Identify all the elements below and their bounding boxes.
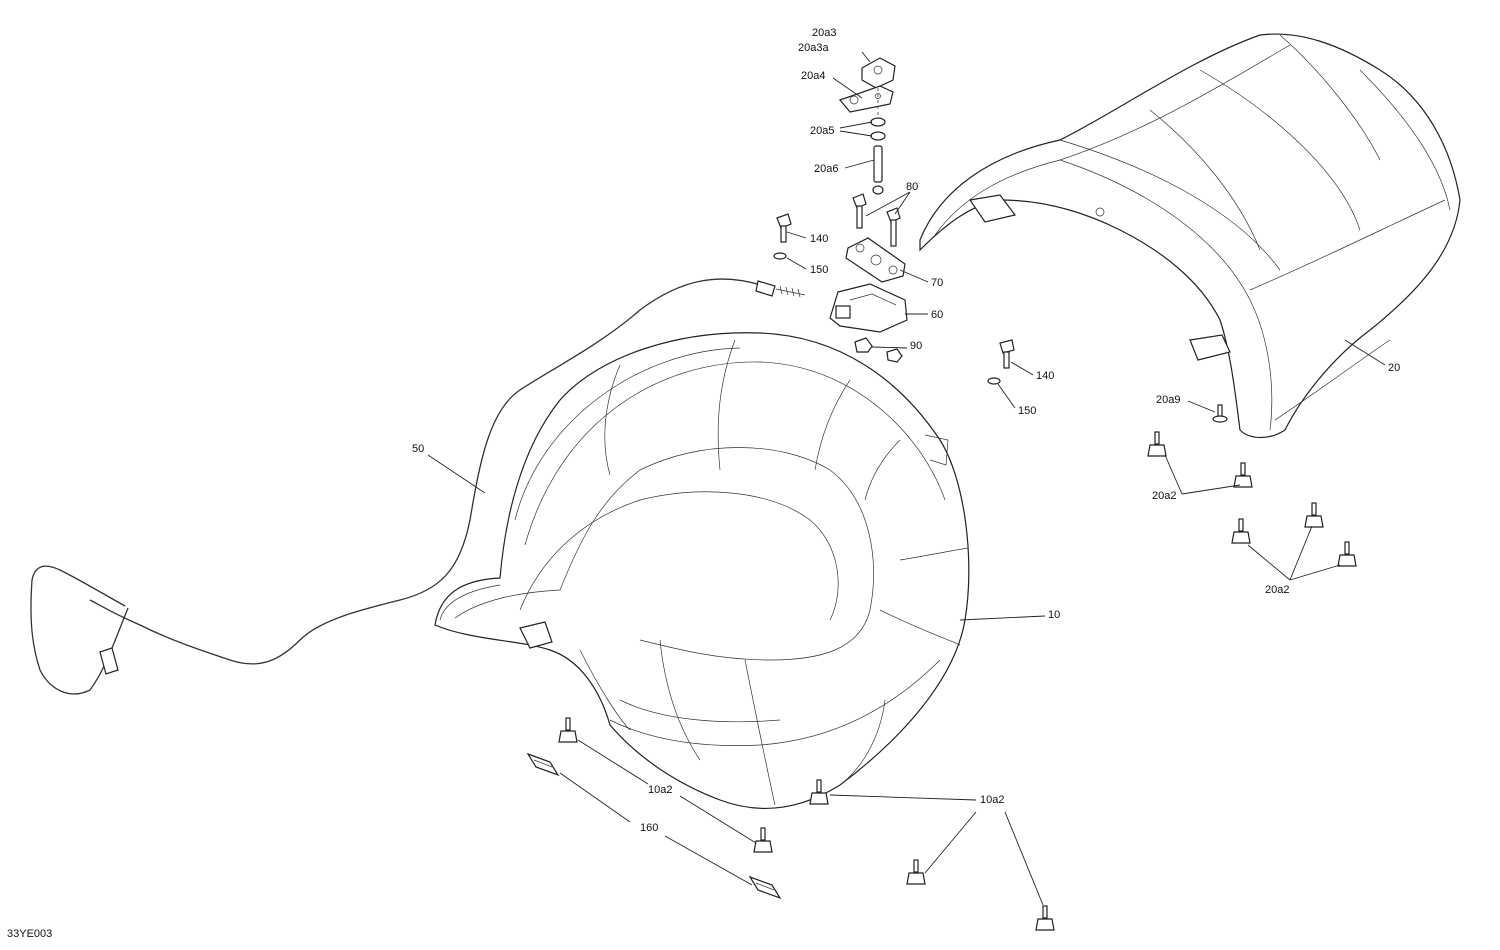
bumper-10a2-5: [1035, 905, 1055, 931]
callout-20a2-b: 20a2: [1265, 584, 1289, 596]
callout-10a2-b: 10a2: [980, 794, 1004, 806]
bumper-10a2-2: [753, 827, 773, 853]
bumper-10a2-4: [906, 859, 926, 885]
drawing-code: 33YE003: [7, 928, 52, 940]
bumper-20a9: [1212, 404, 1228, 423]
callout-50: 50: [412, 443, 424, 455]
callout-60: 60: [931, 309, 943, 321]
bumper-20a2-4: [1304, 502, 1324, 528]
callout-90: 90: [910, 340, 922, 352]
callout-140-b: 140: [1036, 370, 1054, 382]
callout-10a2-a: 10a2: [648, 784, 672, 796]
callout-10: 10: [1048, 609, 1060, 621]
bumper-20a2-2: [1233, 462, 1253, 488]
callout-20a3a: 20a3a: [798, 42, 829, 54]
rear-seat-part-20: [919, 33, 1461, 439]
release-cable-part-50: [30, 278, 806, 695]
callout-150-b: 150: [1018, 405, 1036, 417]
callout-70: 70: [931, 277, 943, 289]
bumper-10a2-3: [809, 779, 829, 805]
callout-20a2-a: 20a2: [1152, 490, 1176, 502]
clip-160-1: [526, 752, 560, 777]
callout-160: 160: [640, 822, 658, 834]
clip-160-2: [748, 875, 782, 900]
bumper-20a2-5: [1337, 541, 1357, 567]
bumper-20a2-3: [1231, 518, 1251, 544]
callout-20a5: 20a5: [810, 125, 834, 137]
callout-20: 20: [1388, 362, 1400, 374]
bumper-10a2-1: [558, 717, 578, 743]
callout-20a9: 20a9: [1156, 394, 1180, 406]
callout-labels: 20a3 20a3a 20a4 20a5 20a6 80 140 150 70 …: [7, 27, 1400, 940]
callout-20a3: 20a3: [812, 27, 836, 39]
callout-80: 80: [906, 181, 918, 193]
callout-150-a: 150: [810, 264, 828, 276]
bumper-20a2-1: [1147, 431, 1167, 457]
leader-lines: [427, 51, 1386, 906]
callout-20a4: 20a4: [801, 70, 825, 82]
bumper-set: [526, 404, 1357, 931]
front-seat-part-10: [434, 332, 970, 809]
callout-20a6: 20a6: [814, 163, 838, 175]
callout-140-a: 140: [810, 233, 828, 245]
latch-hardware-stack: [773, 57, 1015, 385]
